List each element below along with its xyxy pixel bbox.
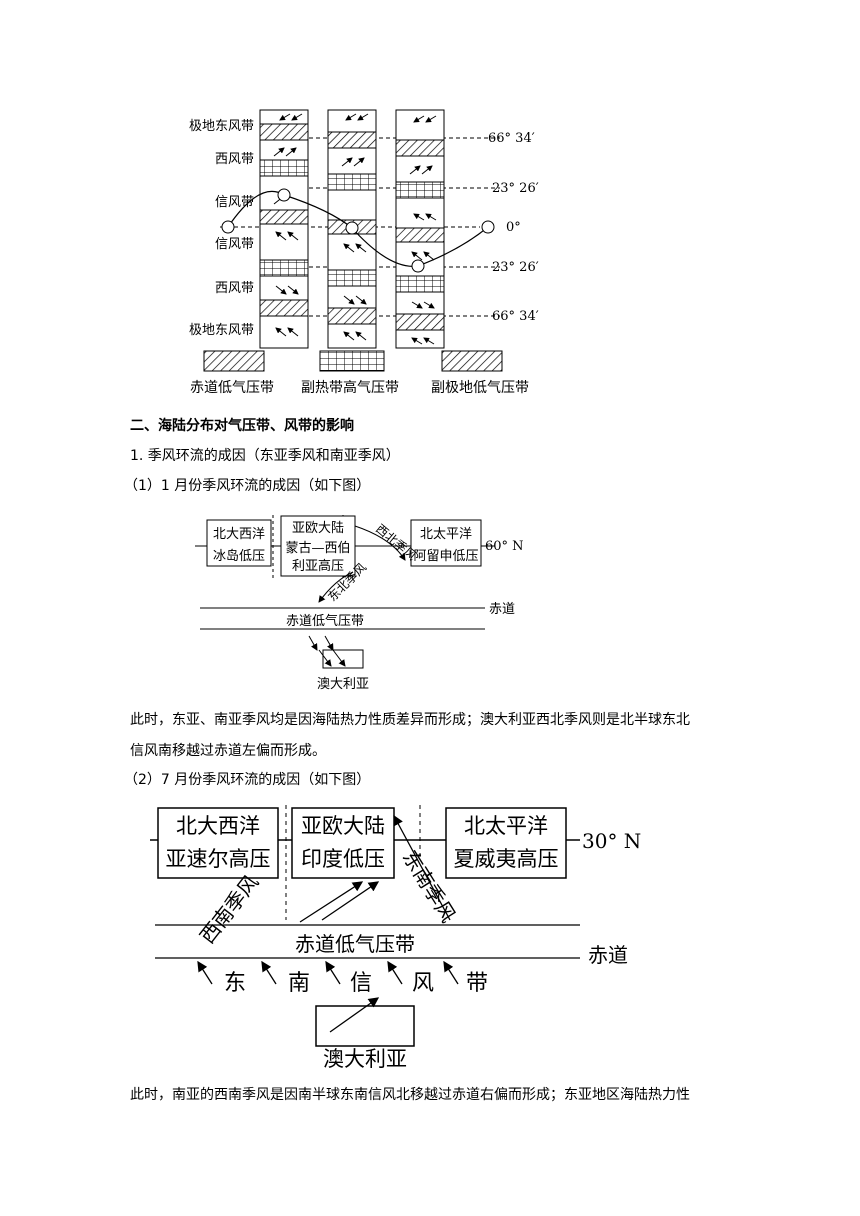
label-polar-easterlies-n: 极地东风带 — [189, 119, 254, 134]
box-australia — [315, 1005, 415, 1047]
lat-label-0: 0° — [506, 220, 521, 235]
legend-swatch-subtropical-high — [319, 350, 385, 372]
label-eurasia: 亚欧大陆 — [301, 814, 385, 838]
legend-swatch-equatorial-low — [203, 350, 265, 372]
label-mongolia-siberia: 蒙古—西伯 — [285, 541, 350, 556]
lat-label-23s: 23° 26′ — [492, 260, 539, 275]
label-siberia-high: 利亚高压 — [292, 558, 344, 574]
column-1 — [259, 109, 309, 349]
label-equatorial-low: 赤道低气压带 — [295, 932, 415, 956]
item-1: 1. 季风环流的成因（东亚季风和南亚季风） — [130, 448, 400, 464]
legend-label-equatorial-low: 赤道低气压带 — [190, 380, 274, 396]
label-north-pacific: 北太平洋 — [464, 814, 548, 838]
column-3 — [395, 109, 445, 349]
january-monsoon-diagram: 北大西洋 冰岛低压 亚欧大陆 蒙古—西伯 利亚高压 北太平洋 阿留申低压 60°… — [195, 515, 524, 692]
label-polar-easterlies-s: 极地东风带 — [189, 323, 254, 338]
column-2 — [327, 109, 377, 349]
label-trades-feng: 风 — [412, 971, 434, 996]
label-north-pacific: 北太平洋 — [420, 527, 472, 542]
label-north-atlantic: 北大西洋 — [176, 814, 260, 838]
label-trades-dong: 东 — [224, 971, 246, 996]
sun-icon — [221, 188, 495, 273]
label-aleutian-low: 阿留申低压 — [413, 549, 478, 564]
box-australia — [322, 649, 364, 669]
box-north-atlantic — [206, 519, 272, 567]
legend-swatch-subpolar-low — [441, 350, 503, 372]
lat-label-23n: 23° 26′ — [492, 181, 539, 196]
para1-line2: 信风南移越过赤道左偏而形成。 — [130, 743, 326, 759]
item-1-1: （1）1 月份季风环流的成因（如下图） — [124, 478, 371, 494]
legend-label-subtropical-high: 副热带高气压带 — [301, 379, 399, 396]
label-iceland-low: 冰岛低压 — [213, 548, 265, 564]
label-westerlies-n: 西风带 — [215, 152, 254, 167]
label-hawaii-high: 夏威夷高压 — [454, 847, 559, 871]
box-eurasia — [280, 515, 356, 577]
box-north-atlantic — [157, 807, 279, 879]
label-equator: 赤道 — [588, 943, 628, 967]
nw-monsoon-arrow — [354, 525, 406, 561]
para2-line1: 此时，南亚的西南季风是因南半球东南信风北移越过赤道右偏而形成；东亚地区海陆热力性 — [130, 1087, 690, 1103]
label-india-low: 印度低压 — [301, 847, 385, 871]
label-westerlies-s: 西风带 — [215, 281, 254, 296]
box-north-pacific — [410, 519, 482, 567]
label-north-atlantic: 北大西洋 — [213, 527, 265, 542]
lat-label-60n: 60° N — [485, 539, 524, 554]
ne-monsoon-arrow — [318, 571, 354, 603]
label-trades-dai: 带 — [466, 971, 488, 996]
legend-label-subpolar-low: 副极地低气压带 — [431, 380, 529, 396]
label-trades-xin: 信 — [350, 971, 372, 996]
lat-label-66n: 66° 34′ — [488, 131, 535, 146]
se-monsoon-arrow — [393, 814, 451, 921]
label-trades-s: 信风带 — [215, 237, 254, 252]
label-australia: 澳大利亚 — [323, 1047, 407, 1070]
july-monsoon-diagram: 北大西洋 亚速尔高压 亚欧大陆 印度低压 北太平洋 夏威夷高压 30° N 西南… — [150, 805, 641, 1070]
section-heading: 二、海陆分布对气压带、风带的影响 — [130, 418, 354, 434]
label-trades-nan: 南 — [288, 971, 310, 996]
lat-label-30n: 30° N — [582, 829, 641, 853]
box-north-pacific — [445, 807, 567, 879]
para1-line1: 此时，东亚、南亚季风均是因海陆热力性质差异而形成；澳大利亚西北季风则是北半球东北 — [130, 712, 690, 728]
label-australia: 澳大利亚 — [317, 676, 369, 692]
label-sw-monsoon: 西南季风 — [195, 870, 263, 948]
pressure-belt-diagram: 极地东风带 西风带 信风带 信风带 西风带 极地东风带 66° 34′ 23° … — [189, 109, 539, 396]
label-azores-high: 亚速尔高压 — [166, 847, 271, 871]
lat-label-66s: 66° 34′ — [492, 309, 539, 324]
label-equator: 赤道 — [489, 602, 515, 617]
label-eurasia: 亚欧大陆 — [292, 520, 344, 536]
item-1-2: （2）7 月份季风环流的成因（如下图） — [124, 772, 371, 788]
label-equatorial-low: 赤道低气压带 — [286, 613, 364, 629]
box-eurasia — [291, 807, 395, 879]
label-trades-n: 信风带 — [215, 195, 254, 210]
